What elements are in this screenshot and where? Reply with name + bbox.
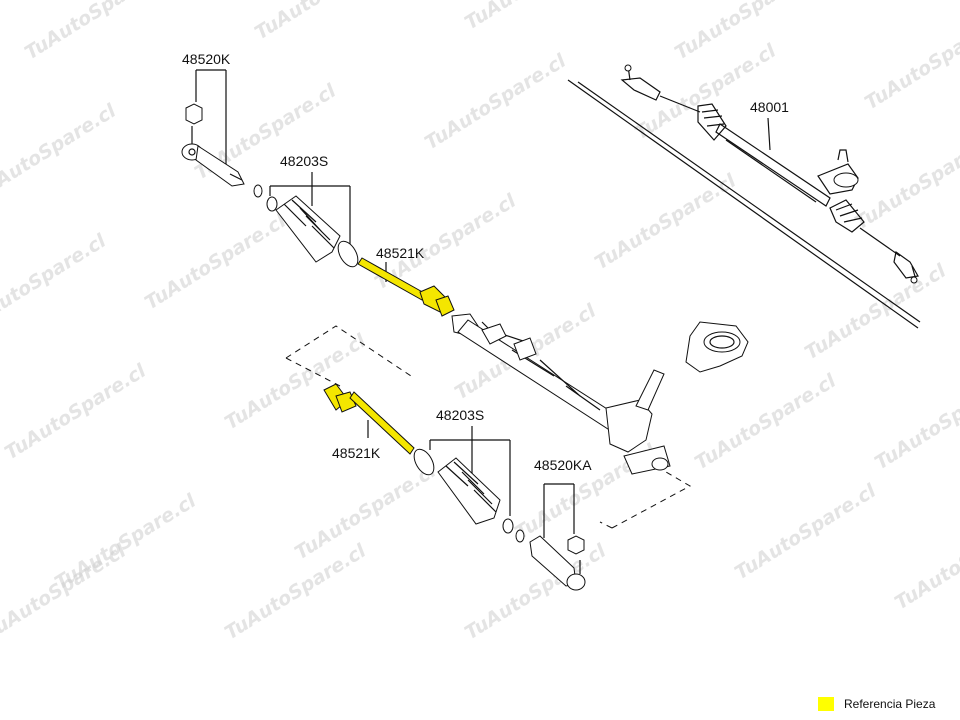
boot-left: 48203S: [253, 153, 359, 268]
boot-right: 48203S: [413, 407, 525, 543]
watermark-text: TuAutoSpare.cl: [421, 50, 570, 155]
inner-rod-upper: 48521K: [357, 245, 455, 317]
label-tie-rod-end-left: 48520K: [182, 51, 231, 67]
watermark-text: TuAutoSpare.cl: [891, 510, 960, 615]
watermark-text: TuAutoSpare.cl: [0, 540, 130, 645]
rack-assembly-inset: 48001: [567, 64, 921, 329]
watermark-text: TuAutoSpare.cl: [691, 370, 840, 475]
watermark-text: TuAutoSpare.cl: [221, 540, 370, 645]
label-inner-rod-upper: 48521K: [376, 245, 425, 261]
rack-body: [451, 313, 749, 475]
legend-label: Referencia Pieza: [844, 697, 936, 711]
watermark-text: TuAutoSpare.cl: [251, 0, 400, 44]
watermark-text: TuAutoSpare.cl: [221, 330, 370, 435]
watermark-text: TuAutoSpare.cl: [591, 170, 740, 275]
label-inner-rod-lower: 48521K: [332, 445, 381, 461]
legend: Referencia Pieza: [818, 696, 935, 712]
watermark-text: TuAutoSpare.cl: [0, 100, 120, 205]
tie-rod-end-right: 48520KA: [529, 457, 592, 591]
inner-rod-lower: 48521K: [323, 383, 415, 461]
watermark-text: TuAutoSpare.cl: [861, 10, 960, 115]
watermark-text: TuAutoSpare.cl: [1, 360, 150, 465]
legend-swatch: [818, 697, 834, 711]
watermark-text: TuAutoSpare.cl: [731, 480, 880, 585]
label-rack-assembly: 48001: [750, 99, 789, 115]
tie-rod-end-left: 48520K: [181, 51, 245, 187]
label-boot-left: 48203S: [280, 153, 328, 169]
watermark-text: TuAutoSpare.cl: [851, 130, 960, 235]
label-boot-right: 48203S: [436, 407, 484, 423]
watermark-text: TuAutoSpare.cl: [871, 370, 960, 475]
watermark-text: TuAutoSpare.cl: [631, 40, 780, 145]
dashed-groupings: [285, 325, 692, 529]
watermark-text: TuAutoSpare.cl: [21, 0, 170, 64]
watermark-text: TuAutoSpare.cl: [141, 210, 290, 315]
watermark-text: TuAutoSpare.cl: [0, 230, 110, 335]
watermark-text: TuAutoSpare.cl: [461, 0, 610, 34]
label-tie-rod-end-right: 48520KA: [534, 457, 592, 473]
watermark-text: TuAutoSpare.cl: [291, 460, 440, 565]
watermark-text: TuAutoSpare.cl: [801, 260, 950, 365]
